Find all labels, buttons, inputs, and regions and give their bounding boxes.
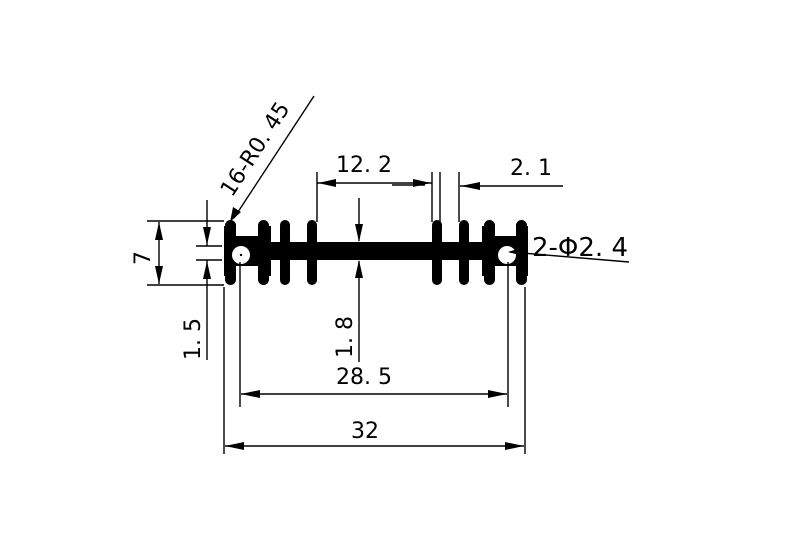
heatsink-profile [224,220,528,285]
right-hole [498,246,516,264]
hole-diameter-callout: 2-Φ2. 4 [508,233,630,263]
fin-gap-dimension: 12. 2 [316,153,433,222]
base-offset-label: 1. 5 [181,318,206,360]
base-thickness-dimension: 1. 8 [333,198,363,362]
base-thickness-label: 1. 8 [333,316,358,358]
fin-gap-label: 12. 2 [336,153,392,178]
overall-height-label: 7 [131,251,156,265]
base-offset-dimension: 1. 5 [181,200,222,360]
fin-pitch-label: 2. 1 [510,156,552,181]
overall-width-label: 32 [351,419,379,444]
inner-width-label: 28. 5 [336,365,392,390]
base-plate [226,242,526,260]
fins [225,220,527,285]
inner-width-dimension: 28. 5 [239,262,509,407]
fin-pitch-dimension: 2. 1 [439,156,563,222]
fillet-radius-callout: 16-R0. 45 [216,95,315,222]
overall-height-dimension: 7 [131,220,224,286]
hole-diameter-label: 2-Φ2. 4 [532,233,628,263]
overall-width-dimension: 32 [223,287,526,454]
